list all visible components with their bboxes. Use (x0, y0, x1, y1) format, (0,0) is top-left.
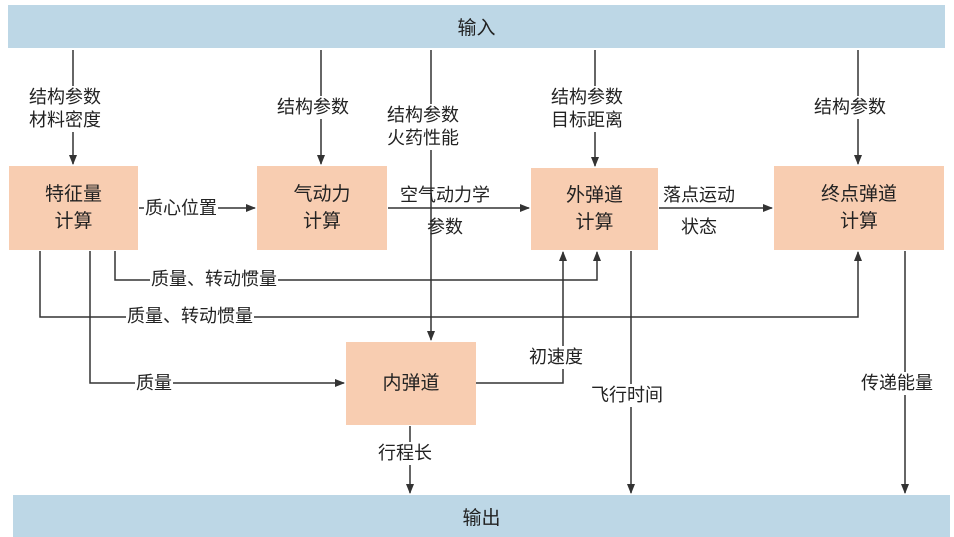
input-label-feature: 结构参数 材料密度 (28, 86, 102, 132)
impact-state-line1: 落点运动 (663, 185, 735, 206)
input-label-terminal: 结构参数 (813, 96, 887, 119)
input-bar: 输入 (8, 5, 945, 48)
aero-calc-box: 气动力 计算 (257, 166, 387, 250)
interior-box-label: 内弹道 (382, 372, 440, 394)
aero-params-line1: 空气动力学 (400, 185, 490, 206)
impact-state-line2: 状态 (681, 217, 717, 238)
exterior-box-line2: 计算 (575, 211, 614, 233)
label-aero-params: 空气动力学 参数 (399, 180, 491, 244)
aero-params-line2: 参数 (427, 217, 463, 238)
input-exterior-line2: 目标距离 (551, 110, 623, 131)
label-initial-velocity: 初速度 (528, 346, 584, 369)
arrow-mass-interior (89, 251, 345, 387)
exterior-box-line1: 外弹道 (565, 184, 623, 206)
label-energy-transfer: 传递能量 (860, 372, 934, 395)
input-feature-line2: 材料密度 (29, 110, 101, 131)
input-exterior-line1: 结构参数 (551, 87, 623, 108)
aero-box-line1: 气动力 (293, 183, 351, 205)
terminal-box-line1: 终点弹道 (820, 183, 897, 205)
arrow-mass-inertia-exterior (114, 251, 601, 281)
output-bar: 输出 (13, 495, 950, 537)
input-label-interior: 结构参数 火药性能 (386, 104, 460, 150)
input-bar-label: 输入 (457, 17, 496, 39)
input-label-exterior: 结构参数 目标距离 (550, 86, 624, 132)
arrow-initial-velocity (476, 251, 567, 384)
interior-box: 内弹道 (346, 342, 476, 425)
feature-box-line1: 特征量 (44, 183, 102, 205)
exterior-calc-box: 外弹道 计算 (531, 168, 658, 250)
output-bar-label: 输出 (462, 506, 501, 529)
label-mass: 质量 (135, 372, 173, 395)
label-center-of-mass: 质心位置 (144, 197, 218, 220)
arrow-mass-inertia-terminal (39, 251, 862, 318)
feature-calc-box: 特征量 计算 (9, 166, 138, 250)
aero-box-line2: 计算 (302, 210, 341, 232)
label-mass-inertia-2: 质量、转动惯量 (126, 305, 254, 328)
label-mass-inertia-1: 质量、转动惯量 (150, 268, 278, 291)
label-flight-time: 飞行时间 (590, 384, 664, 407)
terminal-calc-box: 终点弹道 计算 (774, 166, 944, 250)
input-interior-line2: 火药性能 (387, 128, 459, 149)
input-interior-line1: 结构参数 (387, 105, 459, 126)
label-impact-state: 落点运动 状态 (662, 180, 736, 244)
input-feature-line1: 结构参数 (29, 87, 101, 108)
feature-box-line2: 计算 (54, 210, 93, 232)
label-travel-length: 行程长 (377, 442, 433, 465)
input-label-aero: 结构参数 (276, 96, 350, 119)
terminal-box-line2: 计算 (839, 210, 878, 232)
